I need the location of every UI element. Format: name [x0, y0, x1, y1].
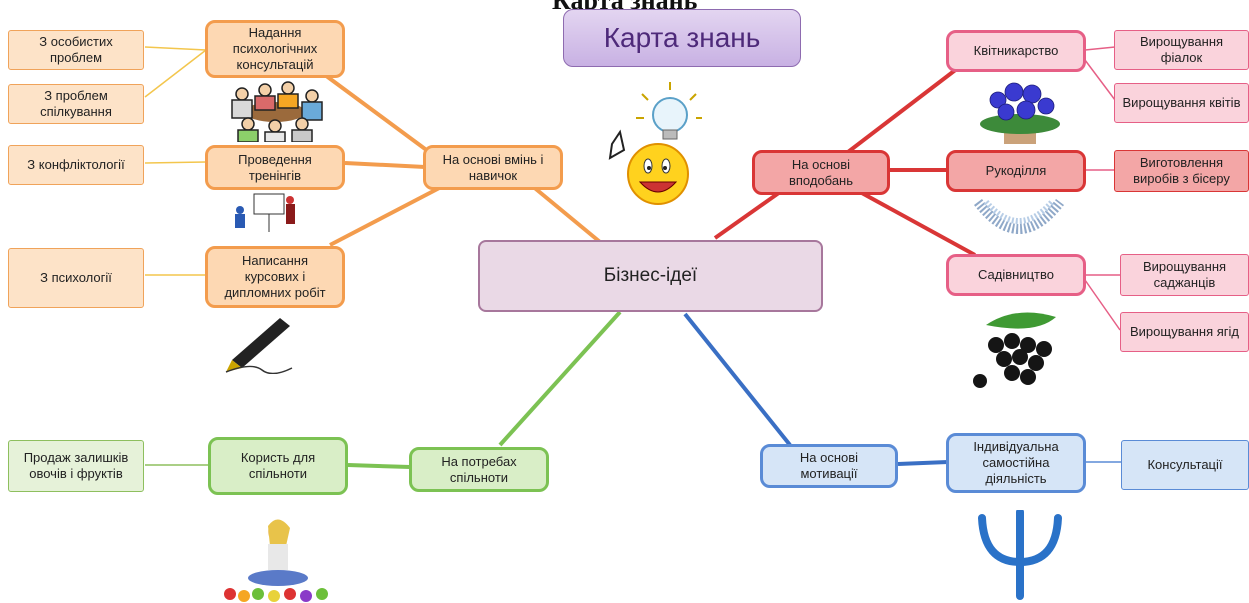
consultations-leaf: Консультації [1121, 440, 1249, 490]
handicraft-node: Рукоділля [946, 150, 1086, 192]
training-presentation-icon [235, 193, 295, 232]
woman-fruits-icon [224, 519, 328, 602]
seedlings-leaf: Вирощування саджанців [1120, 254, 1249, 296]
central-topic: Бізнес-ідеї [478, 240, 823, 312]
group-meeting-icon [231, 81, 323, 142]
blackcurrant-icon [973, 312, 1056, 388]
writing-papers-node: Написання курсових і дипломних робіт [205, 246, 345, 308]
pen-writing-icon [225, 318, 293, 374]
motivation-branch: На основі мотивації [760, 444, 898, 488]
individual-activity-node: Індивідуальна самостійна діяльність [946, 433, 1086, 493]
gardening-node: Садівництво [946, 254, 1086, 296]
trainings-node: Проведення тренінгів [205, 145, 345, 190]
beadwork-leaf: Виготовлення виробів з бісеру [1114, 150, 1249, 192]
sell-surplus-leaf: Продаж залишків овочів і фруктів [8, 440, 144, 492]
conflictology-leaf: З конфліктології [8, 145, 144, 185]
berries-leaf: Вирощування ягід [1120, 312, 1249, 352]
community-branch: На потребах спільноти [409, 447, 549, 492]
floriculture-node: Квітникарство [946, 30, 1086, 72]
beads-necklace-icon [974, 198, 1064, 234]
violets-leaf: Вирощування фіалок [1114, 30, 1249, 70]
lightbulb-smiley-icon [608, 82, 702, 205]
consulting-node: Надання психологічних консультацій [205, 20, 345, 78]
personal-problems-leaf: З особистих проблем [8, 30, 144, 70]
community-benefit-node: Користь для спільноти [208, 437, 348, 495]
psychology-leaf: З психології [8, 248, 144, 308]
skills-branch: На основі вмінь і навичок [423, 145, 563, 190]
psi-symbol-icon [978, 510, 1062, 600]
violets-icon [980, 82, 1060, 144]
flowers-leaf: Вирощування квітів [1114, 83, 1249, 123]
interests-branch: На основі вподобань [752, 150, 890, 195]
map-title: Карта знань [563, 9, 801, 67]
communication-problems-leaf: З проблем спілкування [8, 84, 144, 124]
